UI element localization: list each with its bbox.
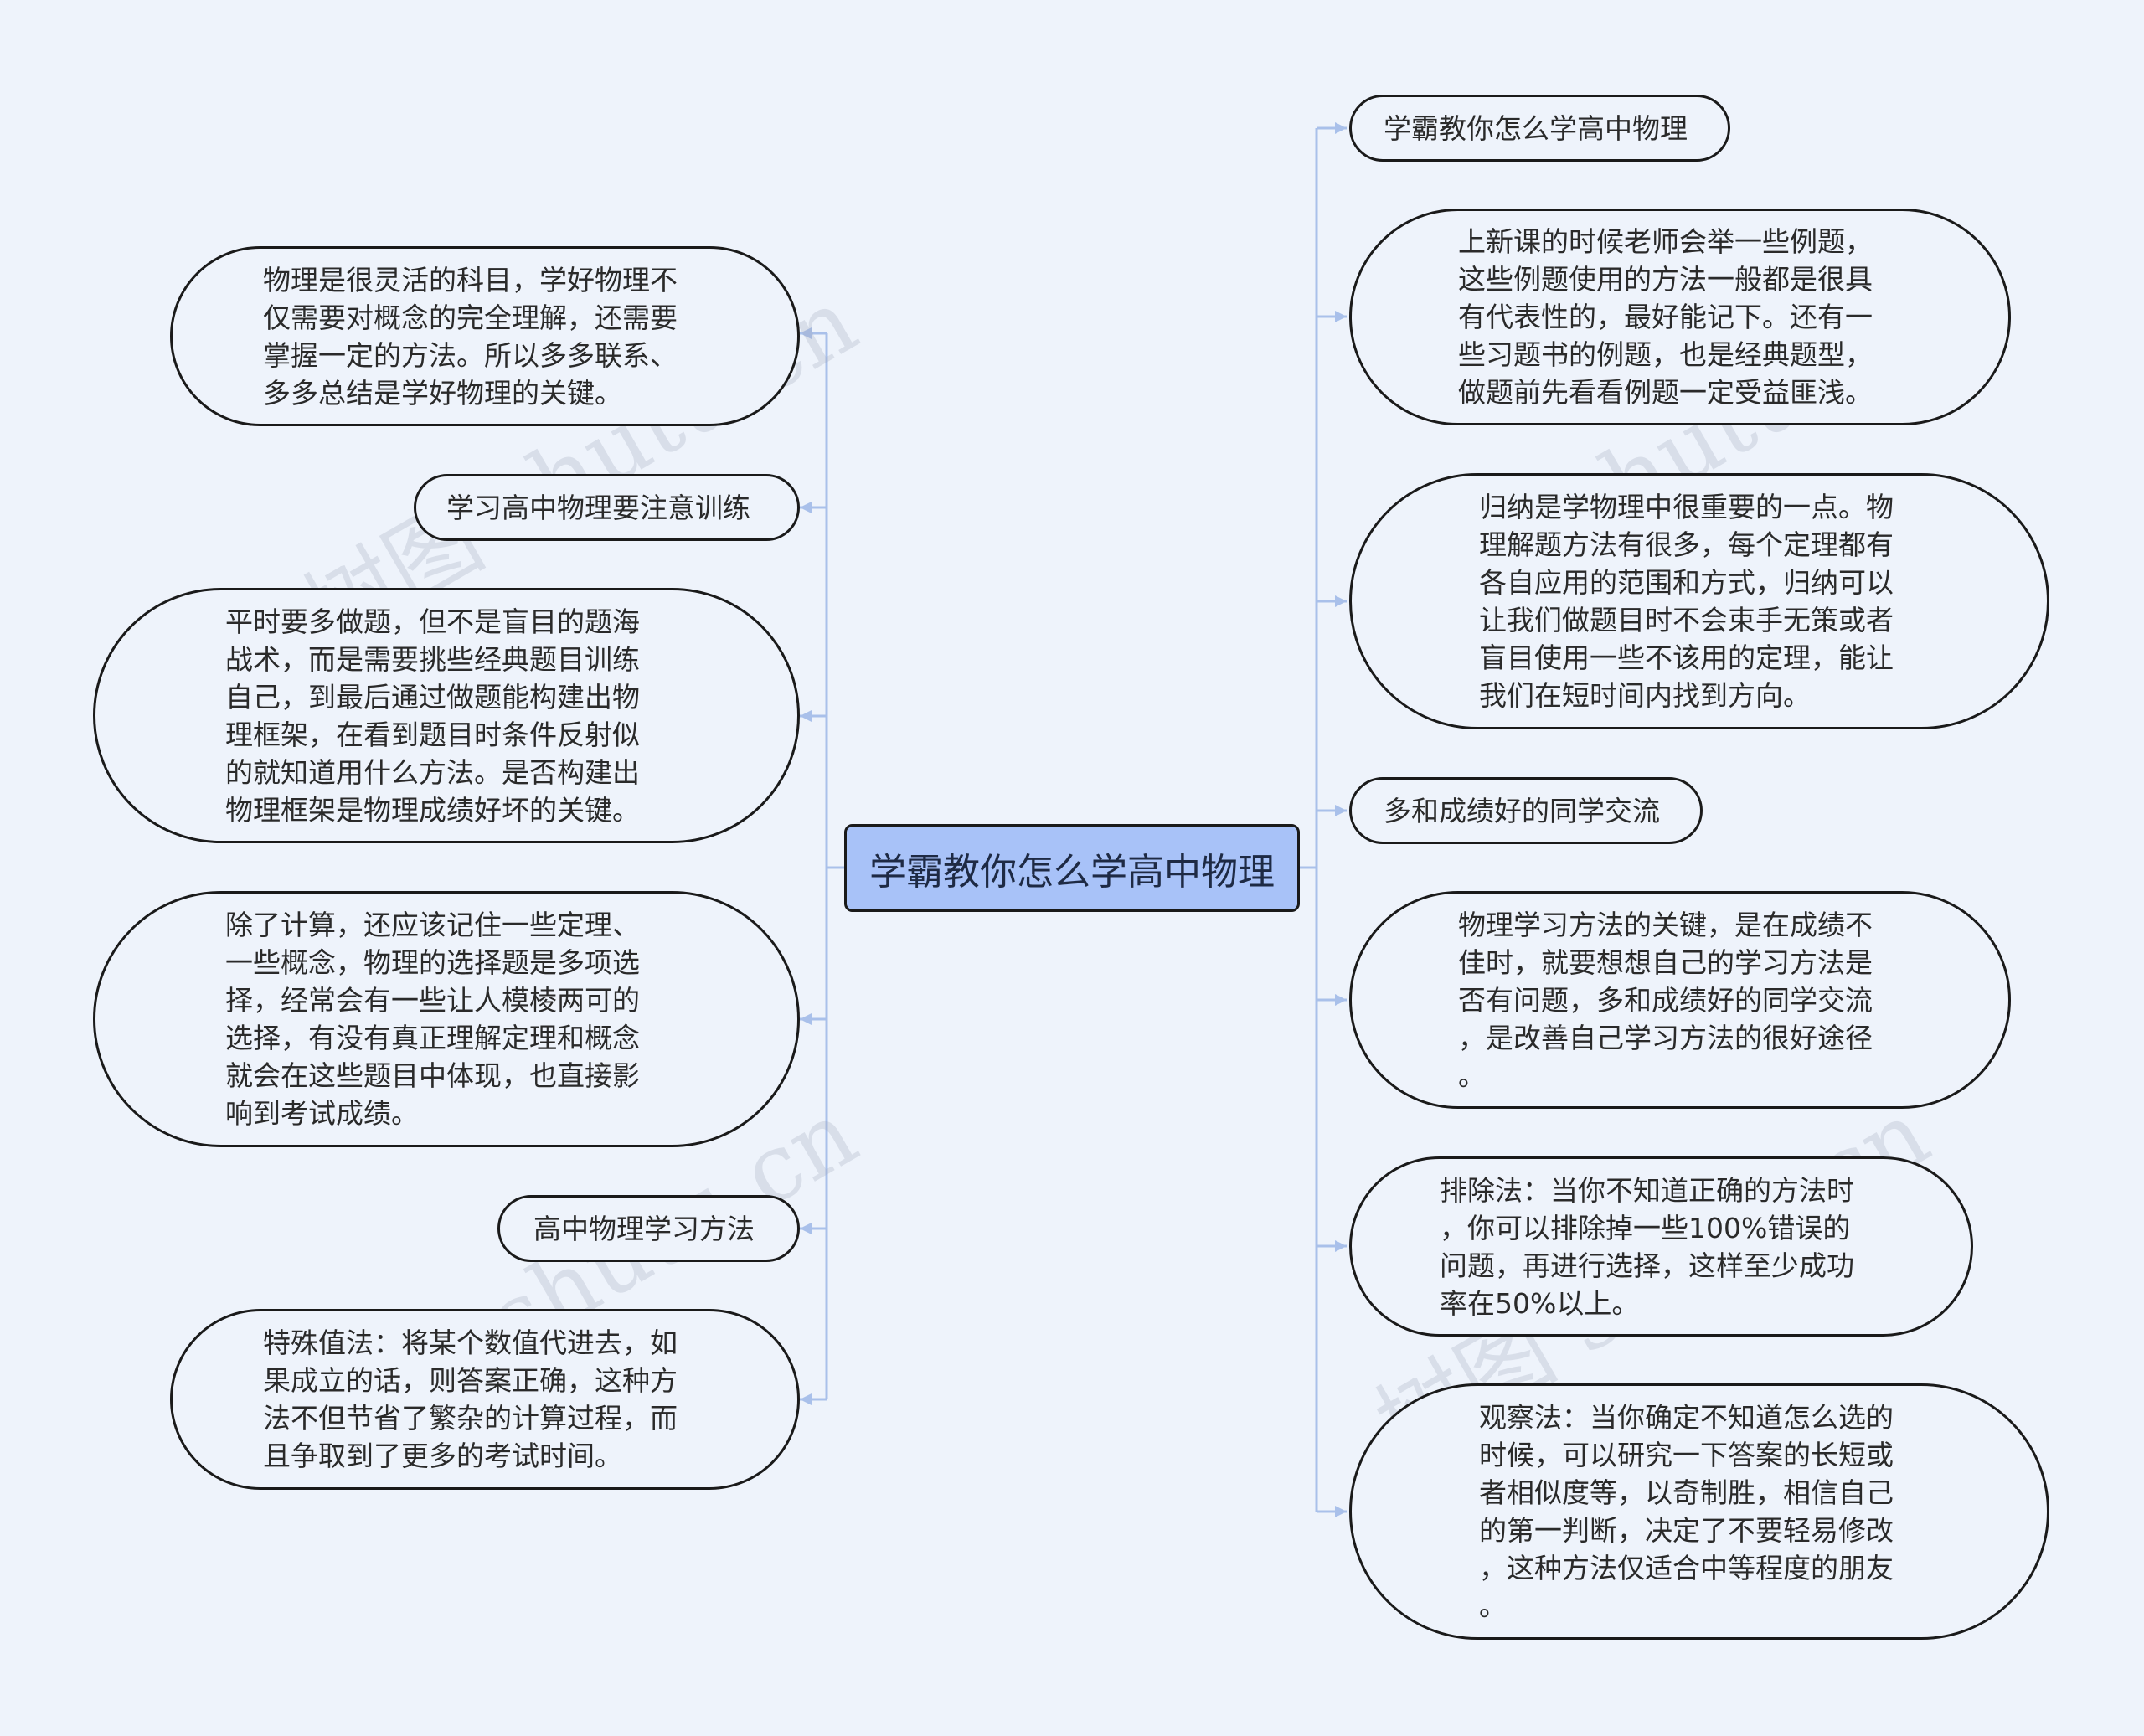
right-node-3-text: 归纳是学物理中很重要的一点。物 理解题方法有很多，每个定理都有 各自应用的范围和… — [1479, 491, 1894, 712]
right-node-4-text: 多和成绩好的同学交流 — [1384, 794, 1660, 827]
right-node-1[interactable]: 学霸教你怎么学高中物理 — [1349, 95, 1730, 162]
right-node-6-text: 排除法：当你不知道正确的方法时 ，你可以排除掉一些100%错误的 问题，再进行选… — [1440, 1173, 1854, 1320]
left-node-5-text: 高中物理学习方法 — [533, 1212, 755, 1245]
left-node-4[interactable]: 除了计算，还应该记住一些定理、 一些概念，物理的选择题是多项选 择，经常会有一些… — [93, 891, 800, 1147]
right-node-7-text: 观察法：当你确定不知道怎么选的 时候，可以研究一下答案的长短或 者相似度等，以奇… — [1479, 1401, 1894, 1622]
right-node-7[interactable]: 观察法：当你确定不知道怎么选的 时候，可以研究一下答案的长短或 者相似度等，以奇… — [1349, 1383, 2049, 1640]
root-topic[interactable]: 学霸教你怎么学高中物理 — [844, 824, 1300, 912]
right-node-5[interactable]: 物理学习方法的关键，是在成绩不 佳时，就要想想自己的学习方法是 否有问题，多和成… — [1349, 891, 2011, 1109]
left-node-5[interactable]: 高中物理学习方法 — [497, 1195, 800, 1262]
left-node-4-text: 除了计算，还应该记住一些定理、 一些概念，物理的选择题是多项选 择，经常会有一些… — [225, 909, 640, 1130]
right-node-1-text: 学霸教你怎么学高中物理 — [1384, 111, 1688, 145]
right-node-2-text: 上新课的时候老师会举一些例题， 这些例题使用的方法一般都是很具 有代表性的，最好… — [1458, 225, 1873, 409]
left-node-2[interactable]: 学习高中物理要注意训练 — [414, 474, 800, 541]
right-node-2[interactable]: 上新课的时候老师会举一些例题， 这些例题使用的方法一般都是很具 有代表性的，最好… — [1349, 209, 2011, 425]
left-node-6-text: 特殊值法：将某个数值代进去，如 果成立的话，则答案正确，这种方 法不但节省了繁杂… — [263, 1326, 678, 1472]
left-node-3-text: 平时要多做题，但不是盲目的题海 战术，而是需要挑些经典题目训练 自己，到最后通过… — [225, 605, 640, 827]
right-node-3[interactable]: 归纳是学物理中很重要的一点。物 理解题方法有很多，每个定理都有 各自应用的范围和… — [1349, 473, 2049, 729]
left-node-6[interactable]: 特殊值法：将某个数值代进去，如 果成立的话，则答案正确，这种方 法不但节省了繁杂… — [170, 1309, 800, 1490]
right-node-4[interactable]: 多和成绩好的同学交流 — [1349, 777, 1703, 844]
right-node-5-text: 物理学习方法的关键，是在成绩不 佳时，就要想想自己的学习方法是 否有问题，多和成… — [1458, 908, 1873, 1092]
right-node-6[interactable]: 排除法：当你不知道正确的方法时 ，你可以排除掉一些100%错误的 问题，再进行选… — [1349, 1156, 1973, 1337]
left-node-1[interactable]: 物理是很灵活的科目，学好物理不 仅需要对概念的完全理解，还需要 掌握一定的方法。… — [170, 246, 800, 426]
left-node-3[interactable]: 平时要多做题，但不是盲目的题海 战术，而是需要挑些经典题目训练 自己，到最后通过… — [93, 588, 800, 843]
left-node-2-text: 学习高中物理要注意训练 — [446, 491, 750, 524]
left-node-1-text: 物理是很灵活的科目，学好物理不 仅需要对概念的完全理解，还需要 掌握一定的方法。… — [263, 263, 678, 410]
root-topic-label: 学霸教你怎么学高中物理 — [869, 850, 1275, 894]
